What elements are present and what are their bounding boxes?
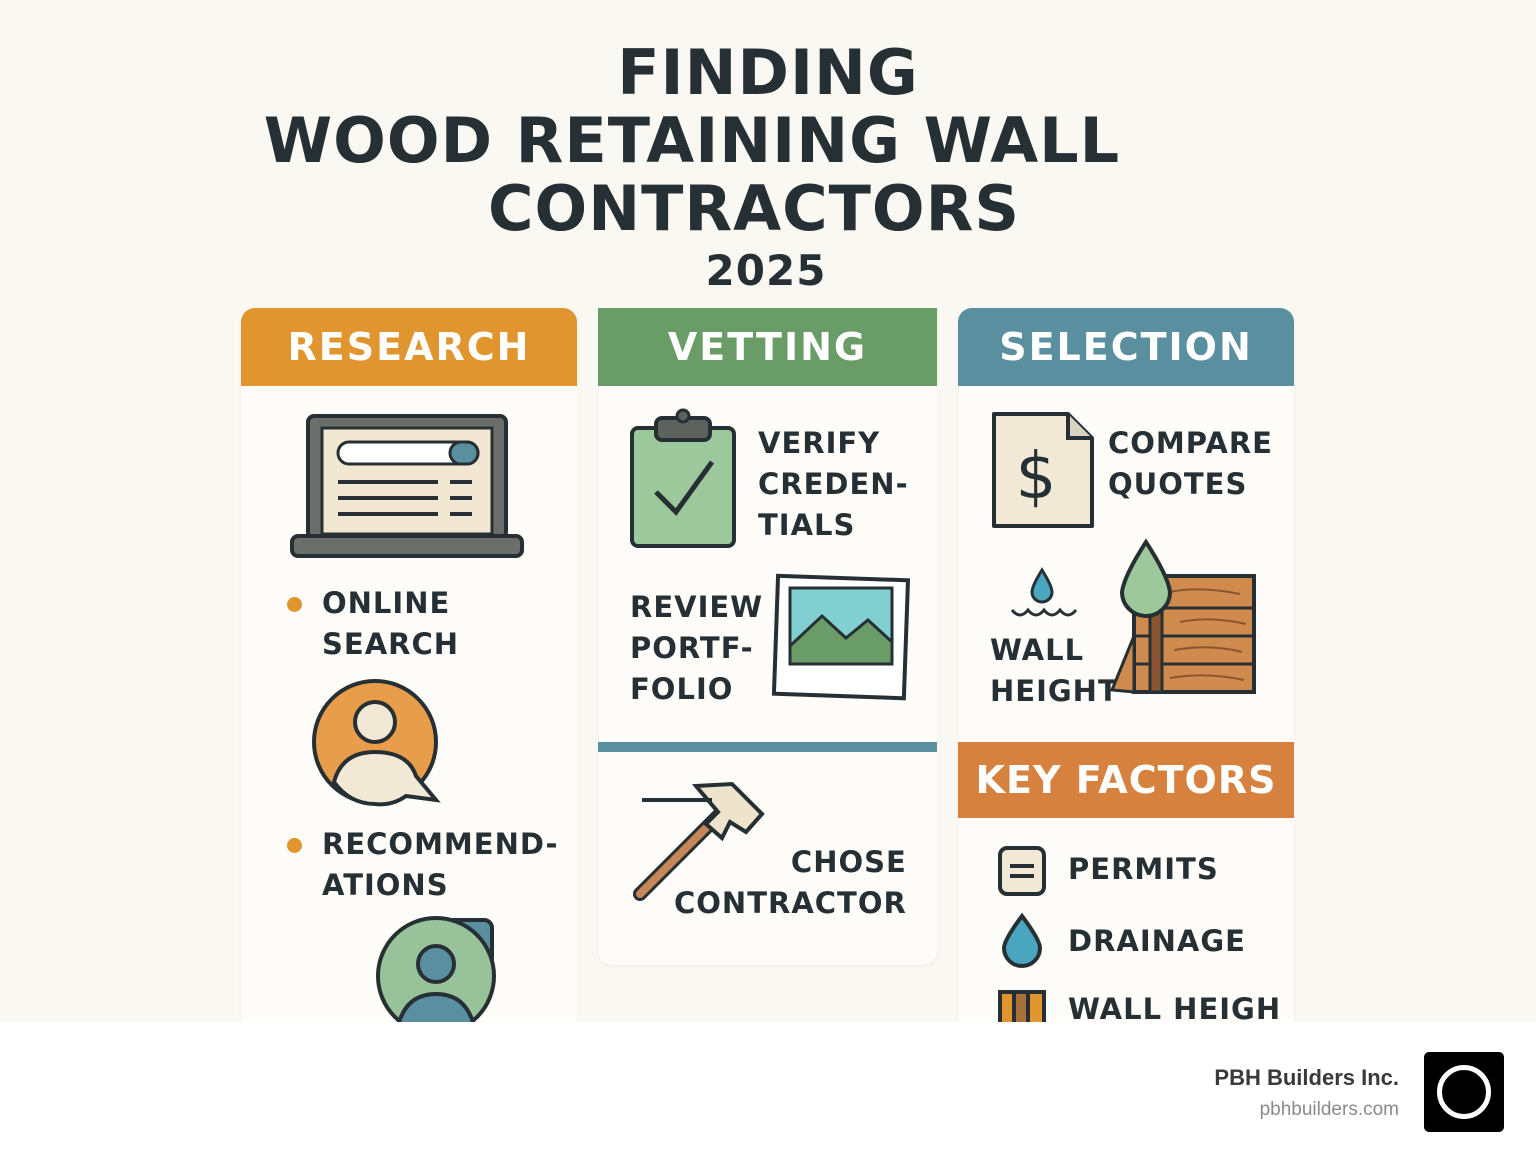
contact-avatar-icon: [376, 916, 496, 1022]
infographic: FINDING WOOD RETAINING WALL CONTRACTORS …: [0, 0, 1536, 1022]
company-name: PBH Builders Inc.: [1214, 1065, 1399, 1090]
wood-wall-tree-icon: [1109, 538, 1256, 694]
verify-credentials-label: VERIFY CREDEN- TIALS: [758, 426, 909, 542]
drainage-drop-icon: [1001, 912, 1043, 968]
online-search-label: ONLINE SEARCH: [322, 586, 460, 661]
vetting-header: VETTING: [598, 308, 937, 386]
svg-text:$: $: [1016, 440, 1057, 514]
quote-document-icon: $: [992, 412, 1094, 528]
bullet-icon: [287, 838, 302, 853]
bullet-icon: [287, 597, 302, 612]
laptop-icon: [290, 414, 524, 558]
hammer-icon: [633, 781, 765, 901]
drainage-label: DRAINAGE: [1068, 924, 1246, 958]
title-line-1: FINDING: [617, 36, 919, 109]
permits-label: PERMITS: [1068, 852, 1219, 886]
divider: [598, 742, 937, 752]
water-drop-icon: [1010, 567, 1078, 617]
company-website[interactable]: pbhbuilders.com: [1259, 1099, 1399, 1120]
wall-height-icon: [998, 990, 1046, 1022]
chose-contractor-text: CHOSE CONTRACTOR: [674, 845, 907, 920]
title-line-3: CONTRACTORS: [487, 172, 1020, 245]
photo-icon: [771, 573, 911, 701]
key-factors-header: KEY FACTORS: [958, 742, 1294, 818]
footer: PBH Builders Inc. pbhbuilders.com: [0, 1022, 1536, 1154]
circle-logo-icon: [1437, 1065, 1491, 1119]
wall-height-factor-label: WALL HEIGH: [1068, 992, 1282, 1022]
title-line-2: WOOD RETAINING WALL: [263, 104, 1121, 177]
chose-contractor-label: CHOSE CONTRACTOR: [674, 842, 907, 924]
company-logo: [1424, 1052, 1504, 1132]
title-year: 2025: [705, 246, 827, 295]
compare-quotes-label: COMPARE QUOTES: [1108, 426, 1273, 501]
research-header: RESEARCH: [241, 308, 577, 386]
selection-header: SELECTION: [958, 308, 1294, 386]
review-portfolio-label: REVIEW PORTF- FOLIO: [630, 590, 764, 706]
permit-document-icon: [998, 846, 1046, 896]
wall-height-label: WALL HEIGHT: [990, 633, 1119, 708]
clipboard-check-icon: [630, 408, 736, 548]
recommendations-label: RECOMMEND- ATIONS: [322, 827, 559, 902]
person-chat-icon: [312, 679, 441, 807]
